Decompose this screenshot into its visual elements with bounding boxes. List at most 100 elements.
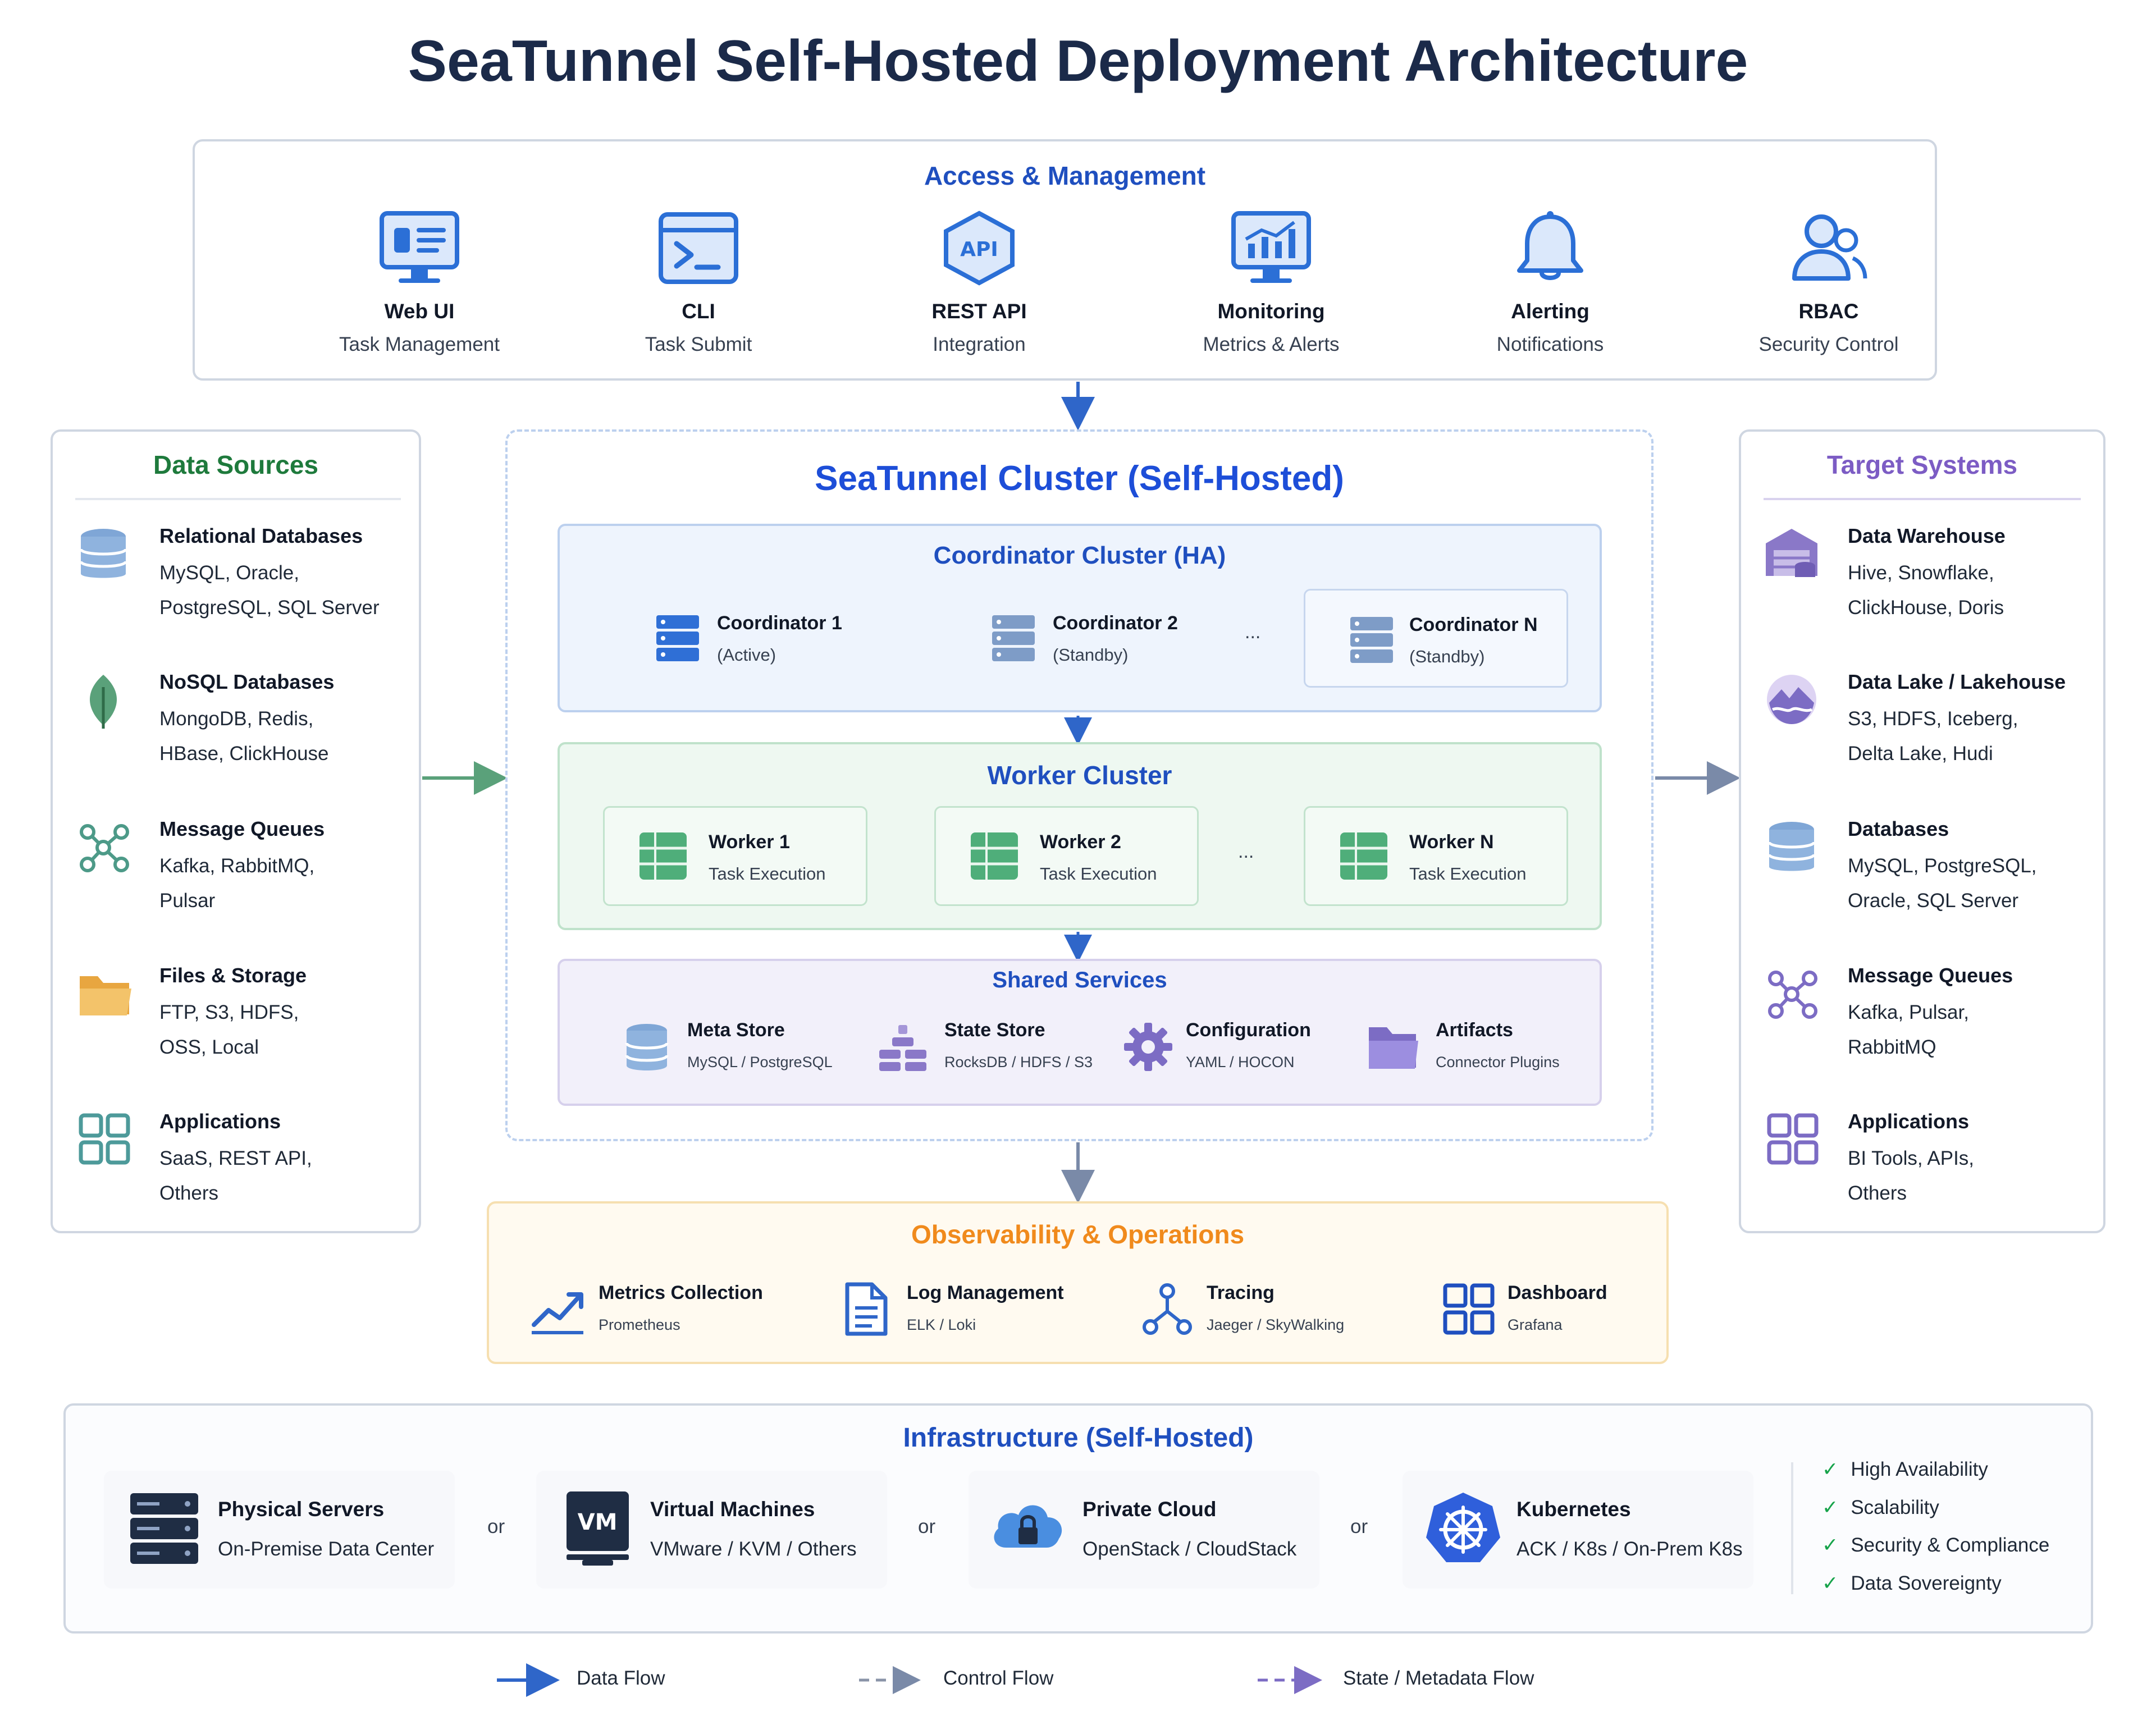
or-separator: or bbox=[1350, 1516, 1368, 1538]
shared-artifacts[interactable]: Artifacts Connector Plugins bbox=[1367, 1017, 1591, 1090]
observability-log-management[interactable]: Log Management ELK / Loki bbox=[844, 1282, 1085, 1355]
database-icon bbox=[625, 1024, 669, 1070]
api-icon: API bbox=[944, 211, 1015, 286]
divider bbox=[1791, 1462, 1793, 1594]
network-icon bbox=[80, 824, 129, 872]
shared-meta-store[interactable]: Meta Store MySQL / PostgreSQL bbox=[624, 1017, 871, 1090]
feature-high-availability: ✓High Availability bbox=[1822, 1458, 1988, 1480]
observability-tracing[interactable]: Tracing Jaeger / SkyWalking bbox=[1140, 1282, 1399, 1355]
infra-kubernetes[interactable]: Kubernetes ACK / K8s / On-Prem K8s bbox=[1403, 1471, 1753, 1589]
worker-ellipsis: ... bbox=[1238, 841, 1254, 862]
apps-grid-icon bbox=[1767, 1113, 1819, 1165]
source-nosql-databases[interactable]: NoSQL Databases MongoDB, Redis,HBase, Cl… bbox=[75, 670, 406, 799]
observability-dashboard[interactable]: Dashboard Grafana bbox=[1442, 1282, 1655, 1355]
target-databases[interactable]: Databases MySQL, PostgreSQL,Oracle, SQL … bbox=[1764, 817, 2095, 946]
kubernetes-icon bbox=[1426, 1493, 1500, 1562]
access-management-panel: Access & Management Web UI Task Manageme… bbox=[193, 139, 1937, 381]
trend-chart-icon bbox=[532, 1292, 583, 1334]
users-icon bbox=[1792, 214, 1867, 281]
infra-private-cloud[interactable]: Private Cloud OpenStack / CloudStack bbox=[969, 1471, 1319, 1589]
legend-data-flow: Data Flow bbox=[577, 1667, 665, 1689]
chart-monitor-icon bbox=[1231, 211, 1311, 283]
check-icon: ✓ bbox=[1822, 1458, 1839, 1480]
check-icon: ✓ bbox=[1822, 1534, 1839, 1556]
page-title: SeaTunnel Self-Hosted Deployment Archite… bbox=[408, 29, 1748, 94]
shared-services-title: Shared Services bbox=[992, 968, 1167, 992]
access-item-rest-api[interactable]: API REST API Integration bbox=[839, 209, 1120, 356]
worker-node-1[interactable]: Worker 1 Task Execution bbox=[603, 806, 867, 906]
worker-server-icon bbox=[1340, 832, 1387, 880]
target-systems-title: Target Systems bbox=[1826, 450, 2018, 479]
worker-server-icon bbox=[640, 832, 687, 880]
data-sources-title: Data Sources bbox=[153, 450, 318, 479]
coordinator-node-2[interactable]: Coordinator 2 (Standby) bbox=[974, 589, 1213, 684]
folder-icon bbox=[1369, 1027, 1418, 1069]
access-item-alerting[interactable]: Alerting Notifications bbox=[1410, 209, 1691, 356]
observability-panel: Observability & Operations Metrics Colle… bbox=[487, 1201, 1669, 1364]
server-icon bbox=[656, 615, 699, 661]
feature-security-compliance: ✓Security & Compliance bbox=[1822, 1534, 2050, 1556]
data-sources-panel: Data Sources Relational Databases MySQL,… bbox=[51, 429, 421, 1233]
vm-badge: VM bbox=[578, 1509, 618, 1535]
observability-title: Observability & Operations bbox=[911, 1220, 1245, 1249]
divider bbox=[75, 498, 401, 500]
database-icon bbox=[1767, 822, 1816, 871]
target-data-lake[interactable]: Data Lake / Lakehouse S3, HDFS, Iceberg,… bbox=[1764, 670, 2095, 799]
access-item-web-ui[interactable]: Web UI Task Management bbox=[279, 209, 560, 356]
infra-virtual-machines[interactable]: VM Virtual Machines VMware / KVM / Other… bbox=[536, 1471, 887, 1589]
access-item-rbac[interactable]: RBAC Security Control bbox=[1688, 209, 1969, 356]
svg-text:API: API bbox=[960, 238, 998, 261]
cloud-lock-icon bbox=[994, 1505, 1062, 1548]
legend-state-flow: State / Metadata Flow bbox=[1343, 1667, 1534, 1689]
terminal-icon bbox=[659, 212, 738, 284]
state-store-icon bbox=[879, 1025, 926, 1071]
coordinator-node-n[interactable]: Coordinator N (Standby) bbox=[1304, 589, 1568, 688]
shared-configuration[interactable]: Configuration YAML / HOCON bbox=[1123, 1017, 1347, 1090]
target-applications[interactable]: Applications BI Tools, APIs,Others bbox=[1764, 1110, 2095, 1239]
worker-node-2[interactable]: Worker 2 Task Execution bbox=[934, 806, 1199, 906]
database-icon bbox=[79, 529, 127, 578]
target-systems-panel: Target Systems Data Warehouse Hive, Snow… bbox=[1739, 429, 2105, 1233]
warehouse-icon bbox=[1766, 529, 1817, 577]
shared-state-store[interactable]: State Store RocksDB / HDFS / S3 bbox=[877, 1017, 1124, 1090]
server-icon bbox=[1350, 617, 1393, 663]
source-applications[interactable]: Applications SaaS, REST API,Others bbox=[75, 1110, 406, 1239]
worker-cluster-title: Worker Cluster bbox=[987, 761, 1172, 790]
folder-icon bbox=[80, 976, 131, 1015]
document-icon bbox=[845, 1282, 888, 1336]
gear-icon bbox=[1124, 1023, 1172, 1071]
infrastructure-title: Infrastructure (Self-Hosted) bbox=[903, 1423, 1254, 1453]
bell-icon bbox=[1517, 211, 1583, 280]
leaf-icon bbox=[89, 675, 117, 729]
network-icon bbox=[1768, 971, 1817, 1019]
check-icon: ✓ bbox=[1822, 1497, 1839, 1518]
access-management-title: Access & Management bbox=[924, 161, 1206, 190]
divider bbox=[1764, 498, 2081, 500]
dashboard-grid-icon bbox=[1443, 1283, 1495, 1335]
target-message-queues[interactable]: Message Queues Kafka, Pulsar,RabbitMQ bbox=[1764, 964, 2095, 1093]
check-icon: ✓ bbox=[1822, 1572, 1839, 1594]
access-item-monitoring[interactable]: Monitoring Metrics & Alerts bbox=[1131, 209, 1412, 356]
observability-metrics-collection[interactable]: Metrics Collection Prometheus bbox=[529, 1282, 788, 1355]
trace-icon bbox=[1143, 1283, 1192, 1335]
feature-data-sovereignty: ✓Data Sovereignty bbox=[1822, 1572, 2002, 1594]
coordinator-node-1[interactable]: Coordinator 1 (Active) bbox=[638, 589, 877, 684]
shared-services-panel: Shared Services Meta Store MySQL / Postg… bbox=[558, 959, 1602, 1106]
infra-physical-servers[interactable]: Physical Servers On-Premise Data Center bbox=[104, 1471, 455, 1589]
source-files-storage[interactable]: Files & Storage FTP, S3, HDFS,OSS, Local bbox=[75, 964, 406, 1093]
monitor-icon bbox=[380, 211, 459, 283]
or-separator: or bbox=[918, 1516, 936, 1538]
worker-node-n[interactable]: Worker N Task Execution bbox=[1304, 806, 1568, 906]
rack-server-icon bbox=[130, 1493, 198, 1564]
source-relational-databases[interactable]: Relational Databases MySQL, Oracle,Postg… bbox=[75, 524, 406, 653]
server-icon bbox=[992, 615, 1035, 661]
apps-grid-icon bbox=[79, 1113, 130, 1165]
target-data-warehouse[interactable]: Data Warehouse Hive, Snowflake,ClickHous… bbox=[1764, 524, 2095, 653]
source-message-queues[interactable]: Message Queues Kafka, RabbitMQ,Pulsar bbox=[75, 817, 406, 946]
access-item-cli[interactable]: CLI Task Submit bbox=[558, 209, 839, 356]
coordinator-cluster-panel: Coordinator Cluster (HA) Coordinator 1 (… bbox=[558, 524, 1602, 712]
seatunnel-cluster-panel: SeaTunnel Cluster (Self-Hosted) bbox=[505, 429, 1653, 1141]
vm-icon: VM bbox=[567, 1491, 629, 1566]
worker-cluster-panel: Worker Cluster Worker 1 Task Execution W… bbox=[558, 742, 1602, 930]
